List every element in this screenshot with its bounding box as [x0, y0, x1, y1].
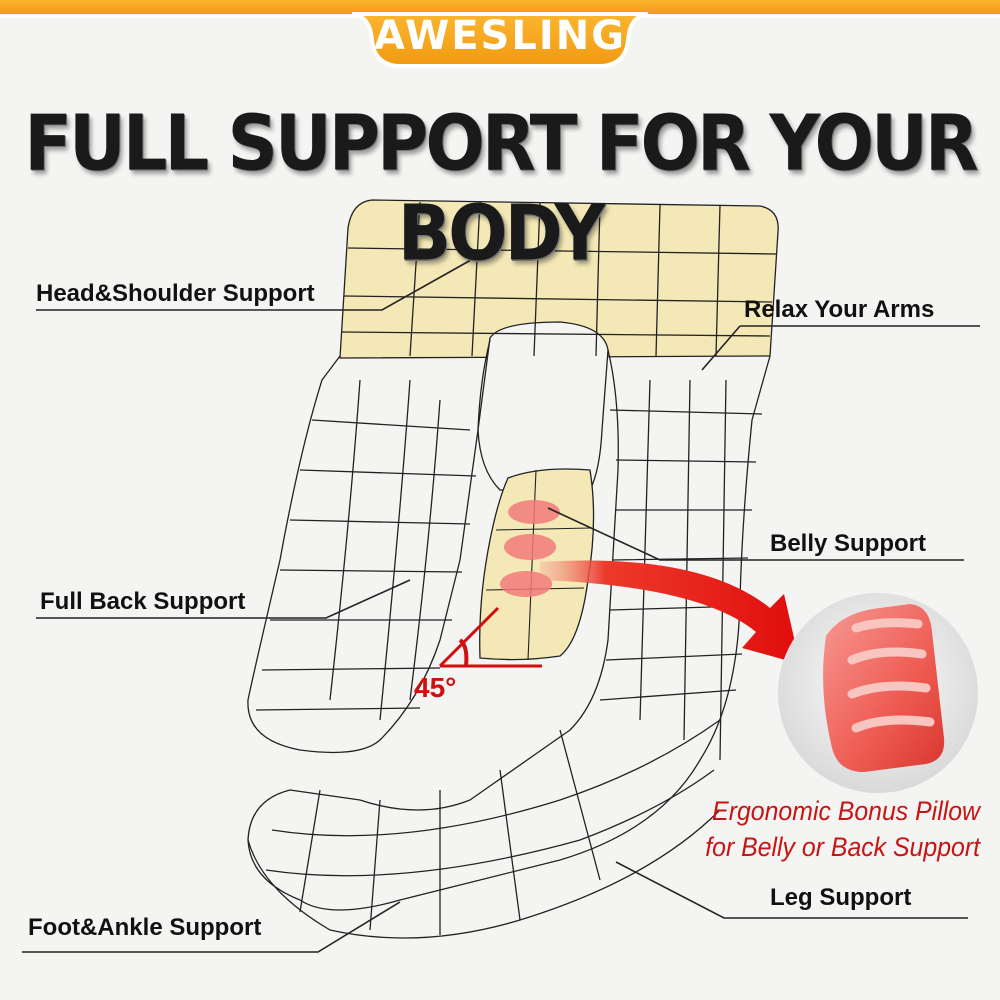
- label-leg-support: Leg Support: [770, 884, 912, 911]
- bonus-pillow-photo: [778, 593, 978, 793]
- label-full-back-support: Full Back Support: [40, 588, 246, 615]
- leader-lines: [22, 255, 980, 953]
- label-foot-ankle-support: Foot&Ankle Support: [28, 914, 262, 941]
- label-relax-your-arms: Relax Your Arms: [744, 296, 935, 323]
- brand-banner: [0, 0, 1000, 68]
- label-head-shoulder-support: Head&Shoulder Support: [36, 280, 315, 307]
- angle-marker: [438, 606, 542, 668]
- bonus-pillow-line1: Ergonomic Bonus Pillow: [712, 796, 980, 826]
- headline: FULL SUPPORT FOR YOUR BODY: [24, 98, 979, 279]
- pillow-body: [247, 199, 779, 939]
- belly-wedge: [479, 468, 595, 661]
- brand-logo: AWESLING: [373, 13, 627, 59]
- angle-label: 45°: [414, 672, 457, 703]
- red-arrow: [540, 560, 800, 664]
- bonus-pillow-line2: for Belly or Back Support: [705, 832, 980, 862]
- label-belly-support: Belly Support: [770, 530, 927, 557]
